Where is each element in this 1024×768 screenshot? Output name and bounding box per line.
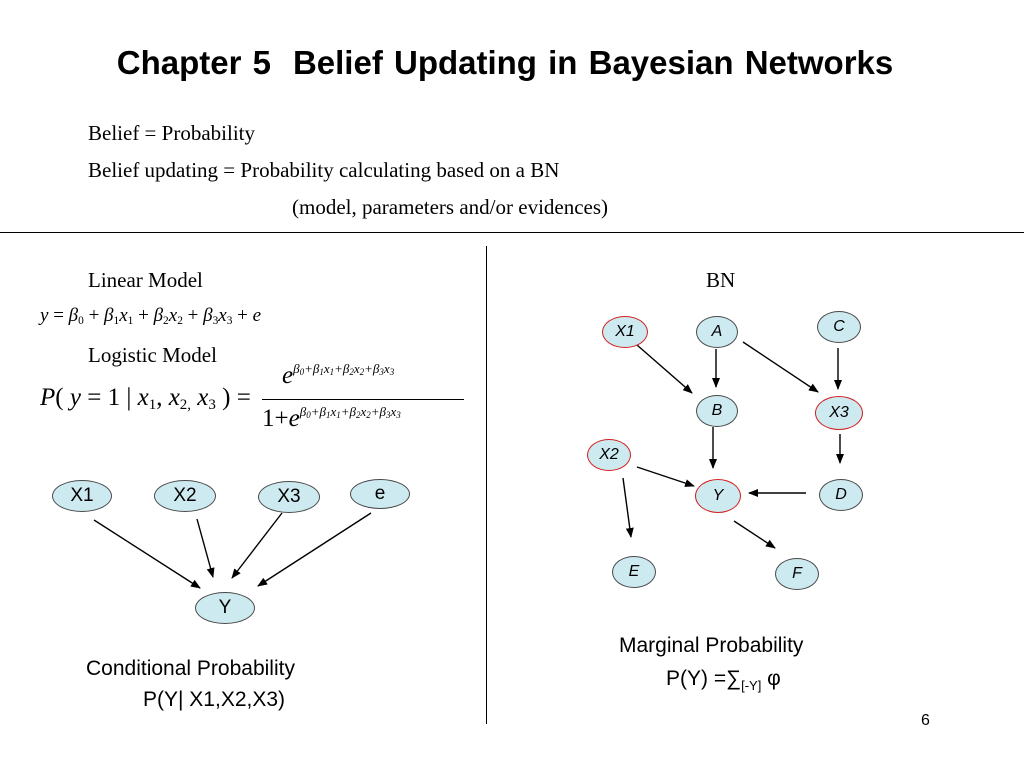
node-e: e	[350, 479, 410, 509]
arrow-x2-to-y	[196, 518, 215, 578]
arrow-x1-to-y	[93, 519, 201, 589]
node-bn-c: C	[817, 311, 861, 343]
logistic-model-label: Logistic Model	[88, 343, 217, 367]
intro-belief-definition: Belief = Probability	[88, 121, 255, 145]
conditional-probability-caption: Conditional Probability	[86, 657, 295, 680]
linear-model-equation: y = β0 + β1x1 + β2x2 + β3x3 + e	[40, 305, 262, 327]
node-bn-y: Y	[695, 479, 741, 513]
node-bn-d: D	[819, 479, 863, 511]
intro-updating-definition: Belief updating = Probability calculatin…	[88, 158, 560, 182]
node-bn-b: B	[696, 395, 738, 427]
conditional-probability-formula: P(Y| X1,X2,X3)	[143, 688, 286, 711]
node-bn-a: A	[696, 316, 738, 348]
chapter-title: Belief Updating in Bayesian Networks	[292, 44, 894, 81]
arrow-x1-to-b	[636, 344, 693, 394]
page-number: 6	[921, 712, 930, 729]
node-x3: X3	[258, 481, 320, 513]
linear-model-label: Linear Model	[88, 268, 203, 292]
logistic-denominator: 1+eβ0+β1x1+β2x2+β3x3	[262, 404, 401, 432]
slide-title: Chapter 5 Belief Updating in Bayesian Net…	[0, 44, 1010, 82]
node-bn-e: E	[612, 556, 656, 588]
marginal-probability-caption: Marginal Probability	[619, 634, 804, 657]
arrow-x2-to-e	[622, 477, 634, 538]
chapter-label: Chapter 5	[116, 44, 271, 81]
node-bn-x1: X1	[602, 316, 648, 348]
bn-label: BN	[706, 268, 736, 292]
arrow-x3-to-y	[231, 512, 283, 579]
logistic-numerator: eβ0+β1x1+β2x2+β3x3	[282, 361, 395, 389]
logistic-model-lhs: P( y = 1 | x1, x2, x3 ) =	[40, 384, 251, 413]
node-bn-x3: X3	[815, 396, 863, 430]
intro-updating-note: (model, parameters and/or evidences)	[292, 195, 609, 219]
horizontal-divider	[0, 232, 1024, 233]
vertical-divider	[486, 246, 487, 724]
node-bn-f: F	[775, 558, 819, 590]
node-x2: X2	[154, 480, 216, 512]
arrow-e-to-y	[257, 512, 372, 587]
node-y: Y	[195, 592, 255, 624]
node-bn-x2: X2	[587, 439, 631, 471]
arrow-a-to-x3	[742, 341, 819, 393]
arrow-x2-to-y-bn	[636, 466, 695, 487]
marginal-probability-formula: P(Y) =∑[-Y] φ	[666, 667, 781, 693]
fraction-bar	[262, 399, 464, 400]
arrow-y-to-f	[733, 520, 776, 549]
node-x1: X1	[52, 480, 112, 512]
